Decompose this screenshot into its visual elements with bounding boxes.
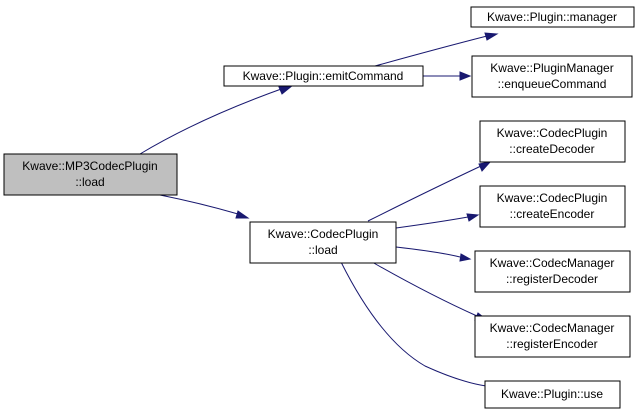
node-box	[484, 380, 621, 409]
node-label-line: Kwave::CodecPlugin	[497, 126, 608, 140]
node-label-line: ::registerDecoder	[506, 272, 598, 286]
edge-codec-load-to-create-decoder	[367, 161, 492, 222]
node-label-line: Kwave::CodecManager	[490, 321, 615, 335]
node-label-line: Kwave::Plugin::use	[501, 387, 603, 401]
node-label-line: Kwave::CodecManager	[490, 256, 615, 270]
edge-mp3-load-to-codec-load	[159, 194, 250, 219]
edge-codec-load-to-create-encoder	[395, 213, 480, 229]
edge-codec-load-to-plugin-use	[340, 261, 498, 392]
node-label-line: ::createDecoder	[509, 142, 594, 156]
node-box	[471, 55, 633, 98]
node-label-line: ::registerEncoder	[506, 337, 597, 351]
node-label-line: Kwave::Plugin::manager	[487, 10, 617, 24]
node-codec-manager-register-decoder[interactable]: Kwave::CodecManager ::registerDecoder	[474, 250, 631, 293]
node-box	[470, 6, 635, 28]
edge-emit-command-to-enqueue-command	[422, 71, 472, 81]
edge-emit-command-to-plugin-manager	[374, 32, 499, 67]
node-box	[474, 315, 631, 358]
node-codec-plugin-create-encoder[interactable]: Kwave::CodecPlugin ::createEncoder	[479, 185, 626, 228]
node-box	[223, 65, 424, 87]
node-plugin-manager[interactable]: Kwave::Plugin::manager	[470, 6, 635, 28]
node-label-line: Kwave::Plugin::emitCommand	[243, 69, 404, 83]
edge-mp3-load-to-emit-command	[139, 84, 295, 155]
node-plugin-emit-command[interactable]: Kwave::Plugin::emitCommand	[223, 65, 424, 87]
node-box	[3, 153, 178, 196]
node-label-line: ::createEncoder	[510, 207, 595, 221]
node-box	[479, 120, 626, 163]
node-label-line: Kwave::PluginManager	[490, 61, 613, 75]
node-codec-plugin-create-decoder[interactable]: Kwave::CodecPlugin ::createDecoder	[479, 120, 626, 163]
node-codec-manager-register-encoder[interactable]: Kwave::CodecManager ::registerEncoder	[474, 315, 631, 358]
node-mp3-codec-plugin-load[interactable]: Kwave::MP3CodecPlugin ::load	[3, 153, 178, 196]
node-plugin-manager-enqueue-command[interactable]: Kwave::PluginManager ::enqueueCommand	[471, 55, 633, 98]
edges	[139, 32, 499, 392]
node-label-line: Kwave::MP3CodecPlugin	[22, 159, 157, 173]
edge-codec-load-to-register-decoder	[395, 246, 472, 262]
node-box	[474, 250, 631, 293]
node-codec-plugin-load[interactable]: Kwave::CodecPlugin ::load	[249, 221, 397, 264]
edge-codec-load-to-register-encoder	[371, 261, 489, 321]
node-label-line: Kwave::CodecPlugin	[268, 227, 379, 241]
node-plugin-use[interactable]: Kwave::Plugin::use	[484, 380, 621, 409]
nodes: Kwave::MP3CodecPlugin ::load Kwave::Plug…	[3, 6, 635, 409]
node-label-line: ::load	[75, 175, 104, 189]
node-label-line: Kwave::CodecPlugin	[497, 191, 608, 205]
node-box	[249, 221, 397, 264]
node-box	[479, 185, 626, 228]
node-label-line: ::enqueueCommand	[498, 77, 607, 91]
node-label-line: ::load	[308, 243, 337, 257]
